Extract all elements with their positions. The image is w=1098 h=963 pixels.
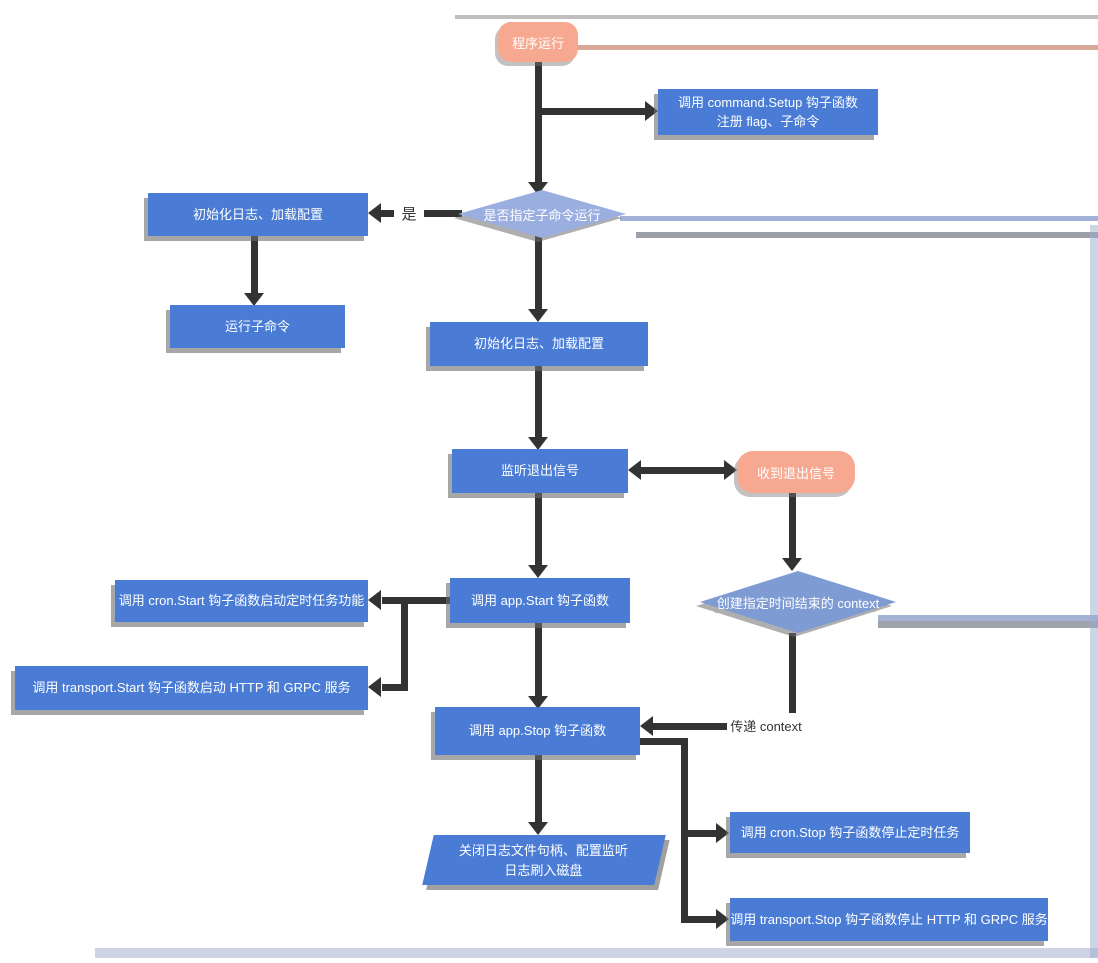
arrowhead bbox=[645, 101, 658, 121]
canvas-edge-strip-bottom bbox=[95, 948, 1098, 958]
init-config-label: 初始化日志、加载配置 bbox=[473, 336, 604, 352]
arrowhead bbox=[528, 309, 548, 322]
connector bbox=[789, 493, 796, 561]
context-diamond-label: 创建指定时间结束的 context bbox=[716, 595, 880, 611]
cron-stop-label: 调用 cron.Stop 钩子函数停止定时任务 bbox=[740, 824, 960, 840]
setup-hook-node: 调用 command.Setup 钩子函数 注册 flag、子命令 bbox=[658, 89, 878, 135]
connector bbox=[681, 916, 718, 923]
connector bbox=[652, 723, 792, 730]
transport-stop-label: 调用 transport.Stop 钩子函数停止 HTTP 和 GRPC 服务 bbox=[730, 911, 1048, 927]
connector bbox=[789, 633, 796, 730]
connector bbox=[535, 755, 542, 825]
lane-line-periwinkle bbox=[620, 216, 1098, 221]
receive-signal-label: 收到退出信号 bbox=[756, 465, 835, 481]
connector bbox=[382, 684, 408, 691]
arrowhead bbox=[640, 716, 653, 736]
init-config-left-node: 初始化日志、加载配置 bbox=[148, 193, 368, 236]
connector bbox=[382, 597, 450, 604]
setup-hook-line2: 注册 flag、子命令 bbox=[716, 114, 820, 129]
app-start-node: 调用 app.Start 钩子函数 bbox=[450, 578, 630, 623]
pass-context-edge-label: 传递 context bbox=[727, 713, 805, 738]
lane-line-salmon bbox=[576, 45, 1098, 50]
arrowhead bbox=[528, 696, 548, 709]
arrowhead bbox=[528, 822, 548, 835]
arrowhead bbox=[528, 565, 548, 578]
arrowhead bbox=[628, 460, 641, 480]
context-diamond: 创建指定时间结束的 context bbox=[700, 571, 896, 633]
subcommand-decision: 是否指定子命令运行 bbox=[458, 190, 626, 238]
cron-start-label: 调用 cron.Start 钩子函数启动定时任务功能 bbox=[118, 593, 365, 609]
transport-start-node: 调用 transport.Start 钩子函数启动 HTTP 和 GRPC 服务 bbox=[15, 666, 368, 710]
cron-start-node: 调用 cron.Start 钩子函数启动定时任务功能 bbox=[115, 580, 368, 622]
run-subcommand-node: 运行子命令 bbox=[170, 305, 345, 348]
run-subcommand-label: 运行子命令 bbox=[224, 318, 290, 334]
arrowhead bbox=[244, 293, 264, 306]
connector bbox=[638, 467, 726, 474]
app-start-label: 调用 app.Start 钩子函数 bbox=[471, 592, 609, 608]
lane-line-gray-top bbox=[455, 15, 1098, 19]
setup-hook-line1: 调用 command.Setup 钩子函数 bbox=[678, 94, 858, 110]
app-stop-label: 调用 app.Stop 钩子函数 bbox=[468, 723, 607, 739]
close-log-text: 关闭日志文件句柄、配置监听 日志刷入磁盘 bbox=[459, 841, 628, 880]
yes-edge-label-text: 是 bbox=[401, 205, 417, 223]
start-node: 程序运行 bbox=[498, 22, 578, 62]
lane-line-gray-shadow-2 bbox=[878, 621, 1098, 628]
connector bbox=[681, 830, 718, 837]
arrowhead bbox=[368, 203, 381, 223]
cron-stop-node: 调用 cron.Stop 钩子函数停止定时任务 bbox=[730, 812, 970, 853]
pass-context-edge-label-text: 传递 context bbox=[730, 719, 802, 734]
subcommand-decision-label: 是否指定子命令运行 bbox=[483, 207, 601, 223]
transport-stop-node: 调用 transport.Stop 钩子函数停止 HTTP 和 GRPC 服务 bbox=[730, 898, 1048, 941]
connector bbox=[535, 366, 542, 440]
connector bbox=[535, 108, 647, 115]
arrowhead bbox=[782, 558, 802, 571]
arrowhead bbox=[368, 590, 381, 610]
transport-start-label: 调用 transport.Start 钩子函数启动 HTTP 和 GRPC 服务 bbox=[32, 680, 351, 696]
listen-signal-label: 监听退出信号 bbox=[500, 463, 579, 479]
arrowhead bbox=[716, 823, 729, 843]
yes-edge-label: 是 bbox=[394, 199, 424, 227]
lane-line-gray-shadow bbox=[636, 232, 1098, 238]
arrowhead bbox=[528, 437, 548, 450]
init-config-node: 初始化日志、加载配置 bbox=[430, 322, 648, 366]
init-config-left-label: 初始化日志、加载配置 bbox=[192, 206, 323, 222]
canvas-edge-strip-right bbox=[1090, 225, 1098, 958]
connector bbox=[535, 236, 542, 312]
connector bbox=[535, 623, 542, 700]
arrowhead bbox=[716, 909, 729, 929]
close-log-line2: 日志刷入磁盘 bbox=[504, 862, 583, 877]
arrowhead bbox=[368, 677, 381, 697]
start-node-label: 程序运行 bbox=[511, 35, 564, 51]
connector bbox=[251, 236, 258, 296]
app-stop-node: 调用 app.Stop 钩子函数 bbox=[435, 707, 640, 755]
lane-line-periwinkle-2 bbox=[878, 615, 1098, 621]
connector bbox=[640, 738, 688, 745]
listen-signal-node: 监听退出信号 bbox=[452, 449, 628, 493]
connector bbox=[401, 597, 408, 691]
close-log-node: 关闭日志文件句柄、配置监听 日志刷入磁盘 bbox=[422, 835, 666, 885]
close-log-line1: 关闭日志文件句柄、配置监听 bbox=[459, 842, 629, 858]
arrowhead bbox=[724, 460, 737, 480]
connector bbox=[535, 60, 542, 184]
receive-signal-node: 收到退出信号 bbox=[737, 451, 855, 493]
connector bbox=[535, 493, 542, 568]
